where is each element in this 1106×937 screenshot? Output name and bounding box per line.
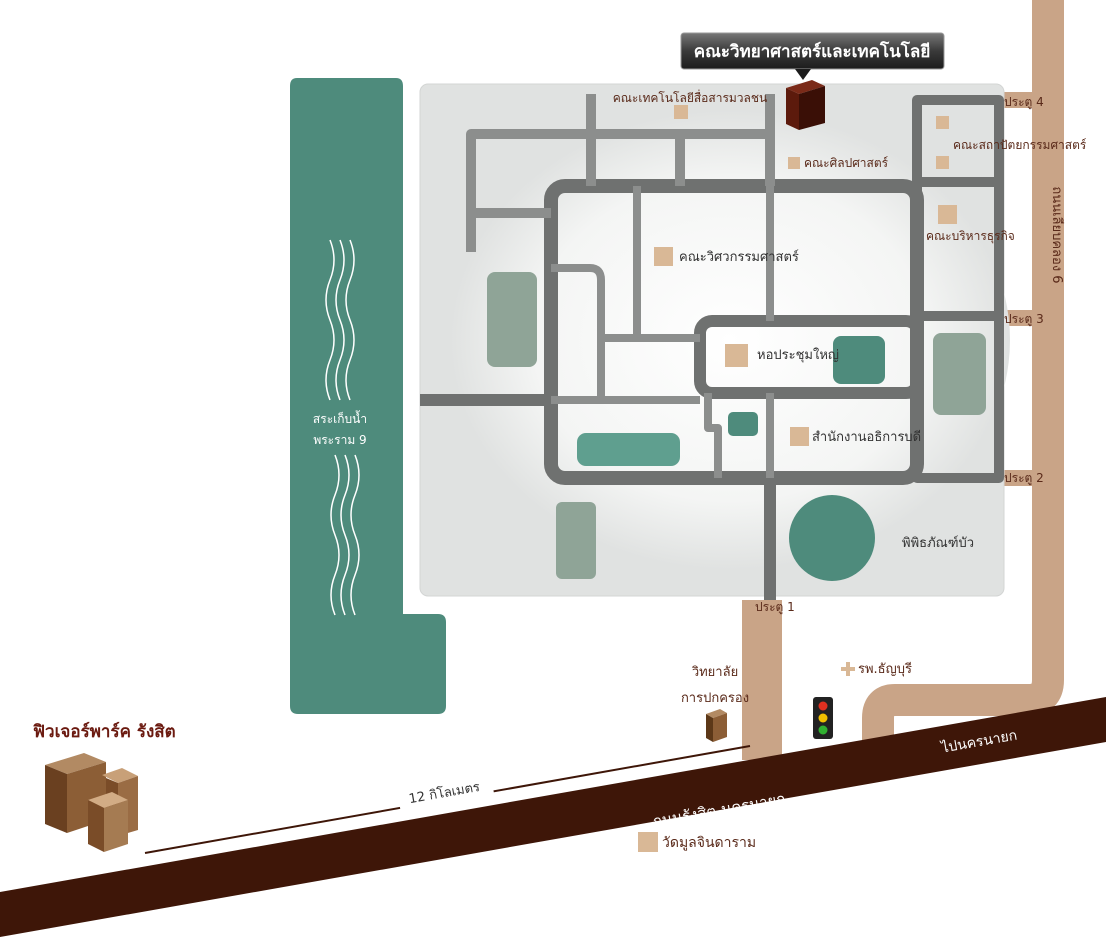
campus-roads	[420, 94, 1004, 600]
temple-label: วัดมูลจินดาราม	[662, 835, 756, 851]
title-callout: คณะวิทยาศาสตร์และเทคโนโลยี	[680, 32, 945, 80]
label-architecture: คณะสถาปัตยกรรมศาสตร์	[953, 138, 1087, 152]
hospital-label: รพ.ธัญบุรี	[858, 661, 912, 677]
traffic-light-icon	[813, 697, 833, 739]
faculty-labels: คณะเทคโนโลยีสื่อสารมวลชน คณะศิลปศาสตร์ ค…	[613, 89, 1087, 551]
label-president-office: สำนักงานอธิการบดี	[812, 429, 921, 445]
museum-pond	[789, 495, 875, 581]
reservoir: สระเก็บน้ำ พระราม 9	[290, 78, 446, 714]
gate-labels: ประตู 4 ประตู 3 ประตู 2 ประตู 1	[755, 95, 1044, 615]
label-engineering: คณะวิศวกรรมศาสตร์	[679, 249, 799, 265]
college-label-1: วิทยาลัย	[691, 665, 738, 680]
klong6-road-label: ถนนเลียบคลอง 6	[1049, 186, 1065, 283]
future-park-label: ฟิวเจอร์พาร์ค รังสิต	[33, 721, 176, 742]
gate-4-label: ประตู 4	[1004, 95, 1044, 110]
hospital-cross-icon	[841, 662, 855, 676]
gate-3-label: ประตู 3	[1004, 312, 1044, 327]
page-title: คณะวิทยาศาสตร์และเทคโนโลยี	[694, 41, 931, 62]
label-museum: พิพิธภัณฑ์บัว	[902, 535, 974, 551]
label-auditorium: หอประชุมใหญ่	[757, 347, 839, 363]
hospital[interactable]: รพ.ธัญบุรี	[841, 661, 912, 677]
future-park[interactable]: ฟิวเจอร์พาร์ค รังสิต	[33, 721, 176, 852]
college-of-government[interactable]: วิทยาลัย การปกครอง	[681, 665, 749, 742]
temple-marker	[638, 832, 658, 852]
gate-1-label: ประตู 1	[755, 600, 795, 615]
klong6-road	[742, 0, 1064, 760]
green-areas	[487, 272, 986, 581]
building-markers	[654, 105, 957, 446]
temple[interactable]: วัดมูลจินดาราม	[638, 832, 756, 852]
label-arts: คณะศิลปศาสตร์	[804, 156, 889, 170]
science-faculty-building[interactable]	[786, 80, 825, 130]
reservoir-label-1: สระเก็บน้ำ	[313, 410, 367, 426]
label-business: คณะบริหารธุรกิจ	[926, 229, 1015, 244]
college-label-2: การปกครอง	[681, 691, 749, 706]
reservoir-label-2: พระราม 9	[313, 433, 366, 447]
gate-2-label: ประตู 2	[1004, 471, 1044, 486]
label-media-tech: คณะเทคโนโลยีสื่อสารมวลชน	[613, 89, 768, 105]
